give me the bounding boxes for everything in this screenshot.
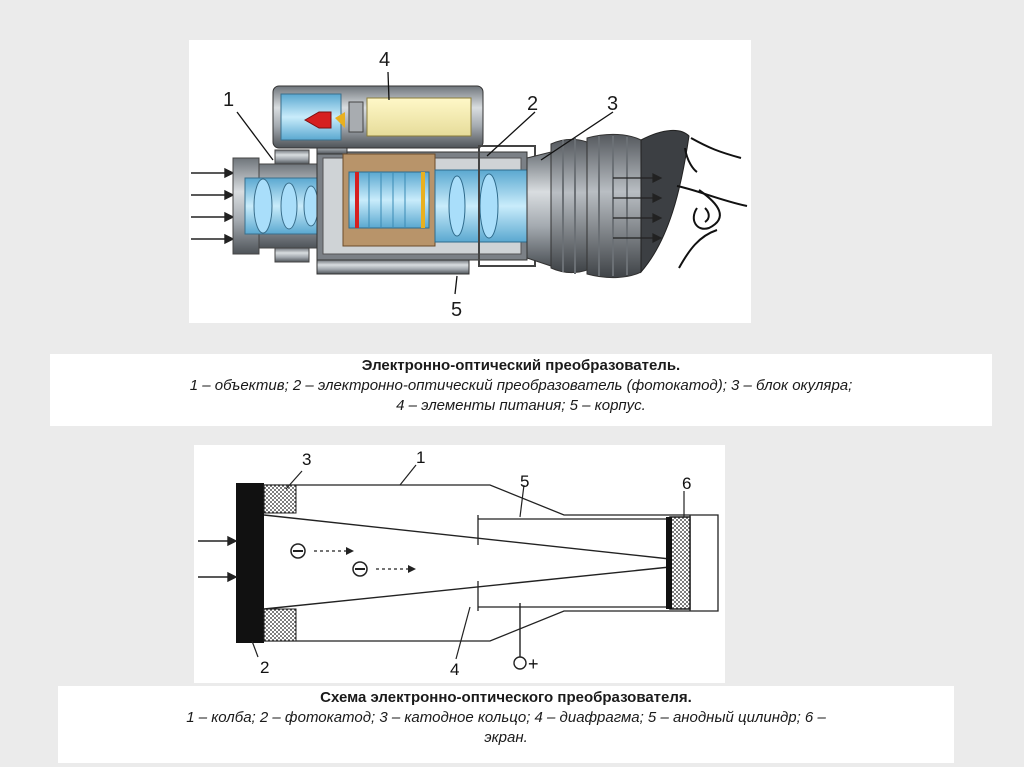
- schema-label-6: 6: [682, 474, 691, 493]
- cathode-ring-bottom: [263, 608, 297, 642]
- bulb-outline: [264, 484, 719, 642]
- electron-1: [290, 543, 354, 559]
- label-5: 5: [451, 299, 462, 321]
- cathode-ring-top: [263, 484, 297, 514]
- caption-schematic-line2: экран.: [484, 729, 528, 746]
- screen: [669, 516, 691, 610]
- caption-device-line1: 1 – объектив; 2 – электронно-оптический …: [189, 377, 853, 394]
- anode-connection: [513, 603, 527, 670]
- eyepiece-block: [434, 145, 552, 267]
- objective-lens-assembly: [232, 149, 326, 263]
- eye-sketch: [676, 137, 748, 269]
- device-cutaway-svg: 1 4 2 3 5: [191, 49, 748, 321]
- caption-device-title: Электронно-оптический преобразователь: [58, 356, 984, 376]
- caption-schematic-title: Схема электронно-оптического преобразова…: [66, 688, 946, 708]
- photocathode: [236, 483, 264, 643]
- schematic-leader-lines: [251, 464, 685, 660]
- rubber-eyecup: [550, 130, 690, 279]
- device-illustration: 1 4 2 3 5: [189, 40, 751, 323]
- schema-label-3: 3: [302, 450, 311, 469]
- device-leader-lines: [236, 71, 614, 295]
- electron-beam: [263, 514, 671, 610]
- schema-label-5: 5: [520, 472, 529, 491]
- label-4: 4: [379, 49, 390, 71]
- schema-label-1: 1: [416, 448, 425, 467]
- image-intensifier-tube: [342, 153, 436, 247]
- anode-plus-sign: +: [528, 654, 539, 674]
- battery-compartment: [272, 85, 484, 149]
- label-1: 1: [223, 89, 234, 111]
- label-2: 2: [527, 93, 538, 115]
- electron-2: [352, 561, 416, 577]
- light-input-arrows: [198, 535, 238, 583]
- caption-schematic-line1: 1 – колба; 2 – фотокатод; 3 – катодное к…: [186, 709, 826, 726]
- caption-schematic: Схема электронно-оптического преобразова…: [58, 686, 954, 763]
- schematic-svg: + 3 1 5 6 2 4: [198, 448, 719, 679]
- schema-label-2: 2: [260, 658, 269, 677]
- schematic-illustration: + 3 1 5 6 2 4: [194, 445, 725, 683]
- outgoing-light-arrows: [613, 173, 663, 243]
- caption-device-line2: 4 – элементы питания; 5 – корпус.: [396, 397, 646, 414]
- caption-device: Электронно-оптический преобразователь 1 …: [50, 354, 992, 426]
- schema-label-4: 4: [450, 660, 459, 679]
- label-3: 3: [607, 93, 618, 115]
- screen-edge: [666, 517, 672, 609]
- incoming-light-arrows: [191, 167, 235, 245]
